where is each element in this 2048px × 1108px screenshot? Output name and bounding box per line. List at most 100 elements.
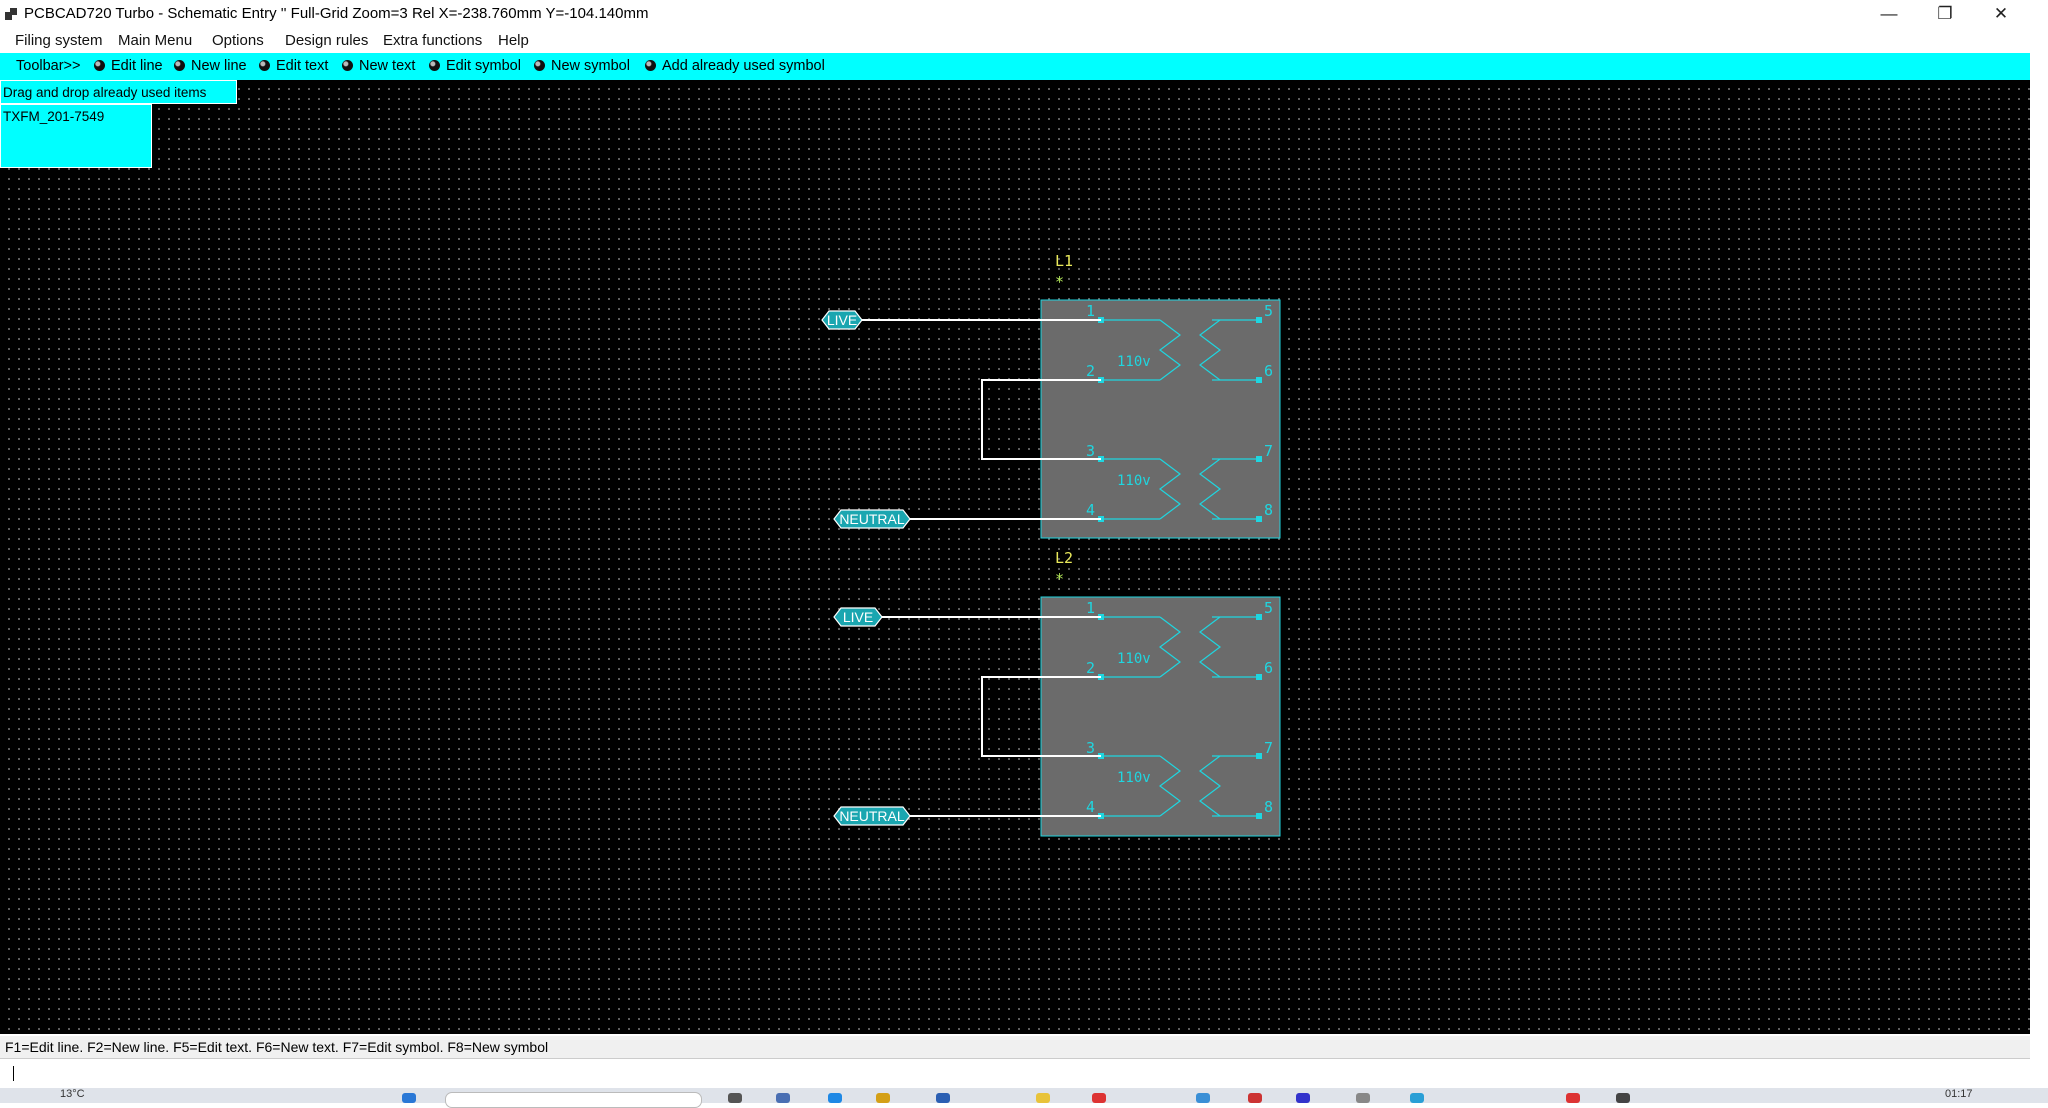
pin-number: 5 [1264,302,1273,320]
used-item-txfm[interactable]: TXFM_201-7549 [3,109,105,124]
toolbar-edit-line[interactable]: Edit line [94,58,163,74]
app-icon[interactable] [776,1093,790,1103]
toolbar-edit-symbol[interactable]: Edit symbol [429,58,521,74]
restore-icon: ❐ [1937,4,1953,23]
radio-icon [645,60,656,71]
menu-design-rules[interactable]: Design rules [285,32,369,49]
wires-l1[interactable] [862,319,1101,520]
app-icon [5,8,17,20]
start-icon[interactable] [402,1093,416,1103]
net-label-neutral-2[interactable]: NEUTRAL [833,806,911,826]
transformer-symbol-l1[interactable]: L1 * 1 2 3 4 5 6 7 8 11 [1040,252,1281,539]
pin-number: 7 [1264,739,1273,757]
net-label-neutral-1[interactable]: NEUTRAL [833,509,911,529]
edge-icon[interactable] [828,1093,842,1103]
drag-drop-title: Drag and drop already used items [3,85,207,100]
pin-number: 5 [1264,599,1273,617]
pcbcad-taskbar-icon[interactable] [1616,1093,1630,1103]
toolbar-new-text[interactable]: New text [342,58,415,74]
radio-icon [429,60,440,71]
net-label-live-1[interactable]: LIVE [821,310,863,330]
radio-icon [174,60,185,71]
menu-main-menu[interactable]: Main Menu [118,32,193,49]
menu-bar: Filing system Main Menu Options Design r… [0,28,2048,53]
wires-l2[interactable] [882,616,1101,817]
close-icon: ✕ [1993,4,2009,23]
window-title: PCBCAD720 Turbo - Schematic Entry '' Ful… [24,5,649,22]
svg-text:NEUTRAL: NEUTRAL [839,808,905,824]
app-icon[interactable] [1248,1093,1262,1103]
toolbar-new-line[interactable]: New line [174,58,247,74]
pin-number: 1 [1086,599,1095,617]
folder-icon[interactable] [876,1093,890,1103]
close-button[interactable]: ✕ [1978,0,2024,28]
toolbar-new-symbol[interactable]: New symbol [534,58,630,74]
minimize-icon: — [1880,4,1898,23]
pin-number: 4 [1086,798,1095,816]
command-input[interactable] [0,1058,2030,1089]
pin-number: 6 [1264,659,1273,677]
pin-number: 2 [1086,362,1095,380]
app-icon[interactable] [1566,1093,1580,1103]
radio-icon [342,60,353,71]
pin-number: 2 [1086,659,1095,677]
toolbar-add-used-symbol[interactable]: Add already used symbol [645,58,825,74]
toolbar-edit-text[interactable]: Edit text [259,58,328,74]
drag-drop-panel: Drag and drop already used items [0,80,237,104]
symbol-body [1040,596,1281,837]
function-key-hint: F1=Edit line. F2=New line. F5=Edit text.… [5,1039,549,1055]
pin-number: 7 [1264,442,1273,460]
text-caret [13,1066,14,1081]
minimize-button[interactable]: — [1866,0,1912,28]
ref-label: L1 [1055,252,1073,270]
app-icon[interactable] [1356,1093,1370,1103]
app-icon[interactable] [1296,1093,1310,1103]
radio-icon [94,60,105,71]
winding-label: 110v [1117,354,1151,370]
winding-label: 110v [1117,473,1151,489]
origin-marker: * [1055,570,1064,588]
weather-widget[interactable]: 13°C [60,1088,85,1100]
pin-number: 8 [1264,798,1273,816]
menu-extra-functions[interactable]: Extra functions [383,32,483,49]
pin-number: 8 [1264,501,1273,519]
app-icon[interactable] [1410,1093,1424,1103]
restore-button[interactable]: ❐ [1922,0,1968,28]
app-icon[interactable] [1196,1093,1210,1103]
pin-number: 1 [1086,302,1095,320]
net-label-live-2[interactable]: LIVE [833,607,883,627]
origin-marker: * [1055,273,1064,291]
toolbar-label: Toolbar>> [16,58,81,74]
right-edge [2030,53,2048,1053]
menu-help[interactable]: Help [498,32,529,49]
used-items-list[interactable]: TXFM_201-7549 [0,104,152,168]
menu-options[interactable]: Options [212,32,264,49]
taskbar-search[interactable] [445,1092,702,1108]
winding-label: 110v [1117,651,1151,667]
files-icon[interactable] [1036,1093,1050,1103]
task-view-icon[interactable] [728,1093,742,1103]
word-icon[interactable] [936,1093,950,1103]
pin-number: 3 [1086,739,1095,757]
winding-label: 110v [1117,770,1151,786]
pin-number: 6 [1264,362,1273,380]
transformer-symbol-l2[interactable]: L2 * 1 2 3 4 5 6 7 8 11 [1040,549,1281,837]
clock: 01:17 [1945,1088,1973,1100]
radio-icon [259,60,270,71]
schematic-canvas[interactable] [0,80,2030,1034]
pin-number: 4 [1086,501,1095,519]
title-bar: PCBCAD720 Turbo - Schematic Entry '' Ful… [0,0,2048,28]
radio-icon [534,60,545,71]
svg-text:NEUTRAL: NEUTRAL [839,511,905,527]
taskbar: 13°C 01:17 [0,1088,2048,1108]
chrome-icon[interactable] [1092,1093,1106,1103]
toolbar: Toolbar>> Edit line New line Edit text N… [0,53,2030,80]
menu-filing-system[interactable]: Filing system [15,32,103,49]
symbol-body [1040,299,1281,539]
svg-text:LIVE: LIVE [827,312,857,328]
svg-text:LIVE: LIVE [843,609,873,625]
status-bar: F1=Edit line. F2=New line. F5=Edit text.… [0,1036,2030,1058]
pin-number: 3 [1086,442,1095,460]
ref-label: L2 [1055,549,1073,567]
